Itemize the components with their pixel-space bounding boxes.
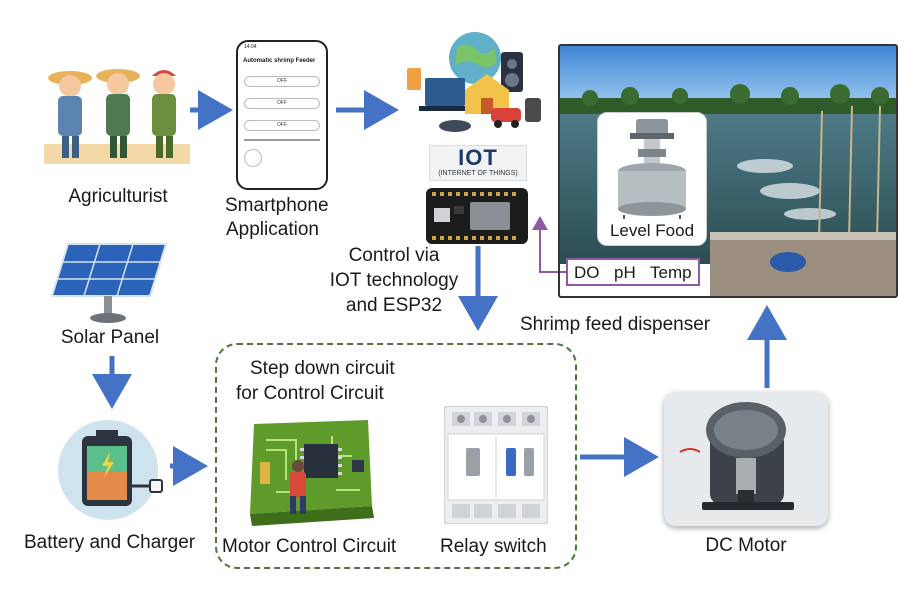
phone-subtext	[244, 68, 320, 73]
phone-app-title: Automatic shrimp Feeder	[243, 58, 316, 64]
smartphone-label-line1: Smartphone	[225, 195, 329, 216]
feeder-card: Level Food	[597, 112, 707, 246]
agriculturist-illustration	[44, 69, 190, 164]
phone-subtext	[244, 112, 320, 117]
dc-motor-label: DC Motor	[705, 535, 787, 556]
motor-control-label: Motor Control Circuit	[222, 536, 397, 557]
phone-time: 14:04	[244, 44, 257, 50]
step-down-label-line1: Step down circuit	[250, 358, 395, 379]
control-label-line2: IOT technology	[329, 270, 459, 291]
dc-motor-card	[664, 392, 828, 526]
solar-panel-label: Solar Panel	[60, 327, 160, 348]
iot-badge-title: IOT	[458, 145, 498, 170]
phone-status-bar: 14:04	[238, 42, 326, 56]
relay-switch-illustration	[444, 406, 548, 524]
phone-subtext	[244, 90, 320, 95]
battery-label: Battery and Charger	[24, 532, 196, 553]
feeder-device-icon	[618, 119, 686, 219]
phone-slider[interactable]	[244, 139, 320, 141]
smartphone-label-line2: Application	[226, 219, 319, 240]
phone-toggle-2[interactable]: OFF	[244, 98, 320, 109]
phone-round-button[interactable]	[244, 149, 262, 167]
step-down-label-line2: for Control Circuit	[236, 383, 384, 404]
battery-charger-illustration	[58, 420, 163, 520]
agriculturist-label: Agriculturist	[68, 186, 168, 207]
smartphone-mockup: 14:04 Automatic shrimp Feeder OFF OFF OF…	[236, 40, 328, 190]
arrow-sensor-to-esp32	[532, 216, 566, 273]
control-label-line1: Control via	[348, 245, 440, 266]
relay-label: Relay switch	[440, 536, 547, 557]
phone-toggle-3[interactable]: OFF	[244, 120, 320, 131]
sensor-temp: Temp	[650, 263, 692, 282]
phone-toggle-1[interactable]: OFF	[244, 76, 320, 87]
control-label-line3: and ESP32	[345, 295, 443, 316]
level-food-label: Level Food	[609, 221, 695, 240]
esp32-board	[426, 188, 528, 244]
dispenser-label: Shrimp feed dispenser	[520, 314, 711, 335]
iot-badge-subtitle: (INTERNET OF THINGS)	[438, 170, 518, 177]
sensor-ph: pH	[614, 263, 636, 282]
iot-badge: IOT (INTERNET OF THINGS)	[429, 145, 527, 181]
motor-control-board	[250, 420, 374, 526]
iot-devices-illustration	[407, 32, 541, 132]
sensor-do: DO	[574, 263, 600, 282]
control-circuit-group	[215, 343, 577, 569]
sensor-box: DO pH Temp	[566, 258, 700, 286]
dc-motor-icon	[664, 392, 828, 526]
solar-panel-illustration	[50, 243, 168, 323]
